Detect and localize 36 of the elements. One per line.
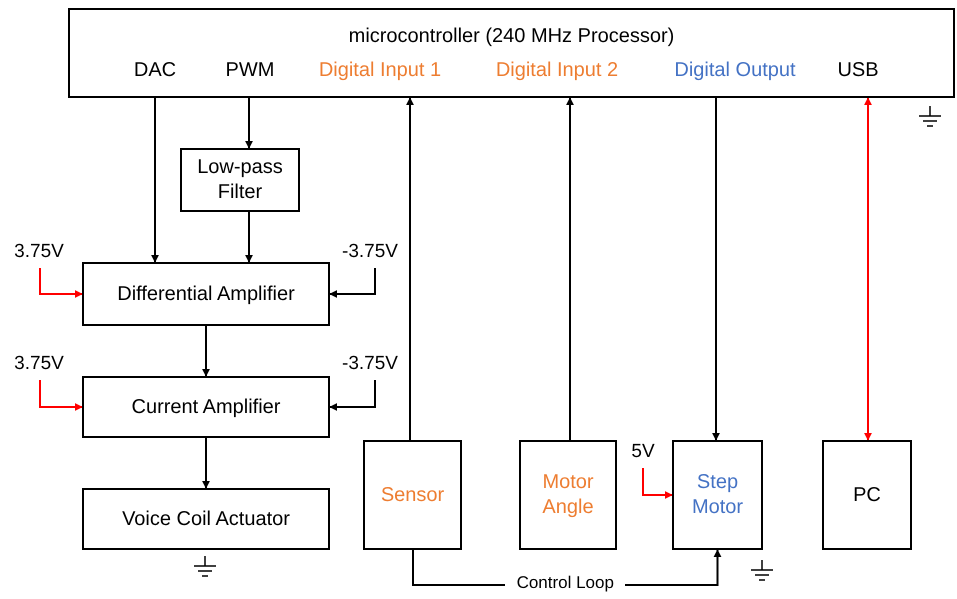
arrow [329,268,376,298]
arrow [245,98,253,149]
block-box: Sensor [363,440,462,550]
port-label: Digital Input 2 [476,58,638,98]
arrow [39,380,83,411]
arrow [245,212,253,263]
port-label: USB [830,58,886,98]
block-box: Voice Coil Actuator [82,488,330,550]
edge-label: Control Loop [505,574,626,592]
port-label: PWM [217,58,283,98]
arrow [566,97,574,440]
arrow [712,98,720,441]
arrow [406,97,414,440]
voltage-label: -3.75V [332,352,408,376]
block-box: Motor Angle [519,440,617,550]
arrow [329,380,376,411]
block-box: Current Amplifier [82,376,330,438]
arrow [151,98,159,263]
voltage-label: 5V [626,440,660,464]
port-label: Digital Output [655,58,815,98]
block-box: PC [822,440,912,550]
arrow [202,326,210,377]
voltage-label: -3.75V [332,240,408,264]
arrow [202,438,210,489]
port-label: DAC [132,58,178,98]
voltage-label: 3.75V [6,240,72,264]
controller-box [68,8,955,98]
port-label: Digital Input 1 [300,58,460,98]
block-box: Differential Amplifier [82,262,330,326]
title-text: microcontroller (240 MHz Processor) [348,24,676,49]
arrow [39,268,83,298]
arrow [864,97,872,441]
block-box: Low-pass Filter [180,148,300,212]
block-box: Step Motor [672,440,763,550]
voltage-label: 3.75V [6,352,72,376]
arrow [642,468,673,499]
